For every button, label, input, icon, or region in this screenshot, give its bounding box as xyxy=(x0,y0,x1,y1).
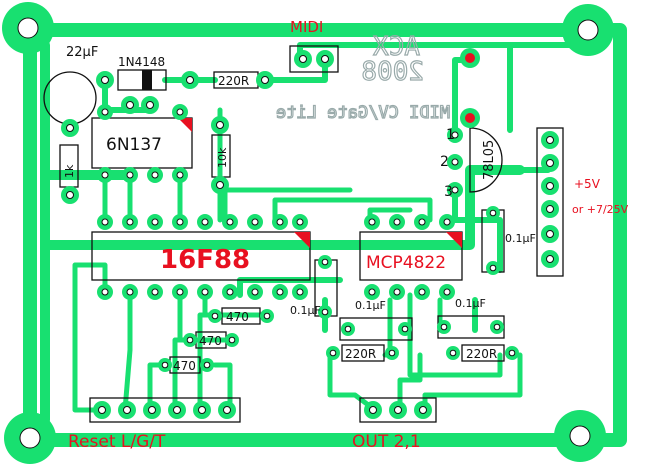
regulator-label: 78L05 xyxy=(482,140,497,180)
pin2-label: 2 xyxy=(440,154,449,170)
midi-label: MIDI xyxy=(290,18,323,36)
mounting-holes xyxy=(2,2,614,464)
bottom-right-label: OUT 2,1 xyxy=(352,432,421,452)
pcb-labels: MIDI 22µF 1N4148 6N137 16F88 MCP4822 78L… xyxy=(63,18,629,452)
pin1-label: 1 xyxy=(446,127,455,143)
r-470-a-label: 470 xyxy=(226,310,249,324)
component-silk xyxy=(43,45,564,423)
power-alt-label: or +7/25V xyxy=(572,203,629,216)
mcu-label: 16F88 xyxy=(160,245,250,275)
board-title-line1: ACX xyxy=(373,32,420,62)
cap-01-b-label: 0.1µF xyxy=(355,299,386,312)
diode-label: 1N4148 xyxy=(118,55,165,69)
opto-label: 6N137 xyxy=(106,135,162,155)
cap-01-d-label: 0.1µF xyxy=(505,232,536,245)
board-subtitle: MIDI CV/Gate Lite xyxy=(276,103,450,123)
component-pads xyxy=(61,48,559,419)
r-220-top-label: 220R xyxy=(218,74,249,88)
pin3-label: 3 xyxy=(444,184,453,200)
cap-22uf-label: 22µF xyxy=(66,45,98,60)
r-1k-label: 1k xyxy=(63,164,76,178)
cap-01-c-label: 0.1µF xyxy=(455,297,486,310)
r-10k-label: 10k xyxy=(216,147,229,168)
bottom-left-label: Reset L/G/T xyxy=(68,432,166,452)
r-220-b-label: 220R xyxy=(345,347,376,361)
r-220-c-label: 220R xyxy=(466,347,497,361)
power-5v-label: +5V xyxy=(574,177,601,191)
cap-01-a-label: 0.1µF xyxy=(290,304,321,317)
board-title-line2: 2008 xyxy=(361,57,424,87)
dac-label: MCP4822 xyxy=(366,253,446,273)
r-470-b-label: 470 xyxy=(199,334,222,348)
r-470-c-label: 470 xyxy=(173,359,196,373)
